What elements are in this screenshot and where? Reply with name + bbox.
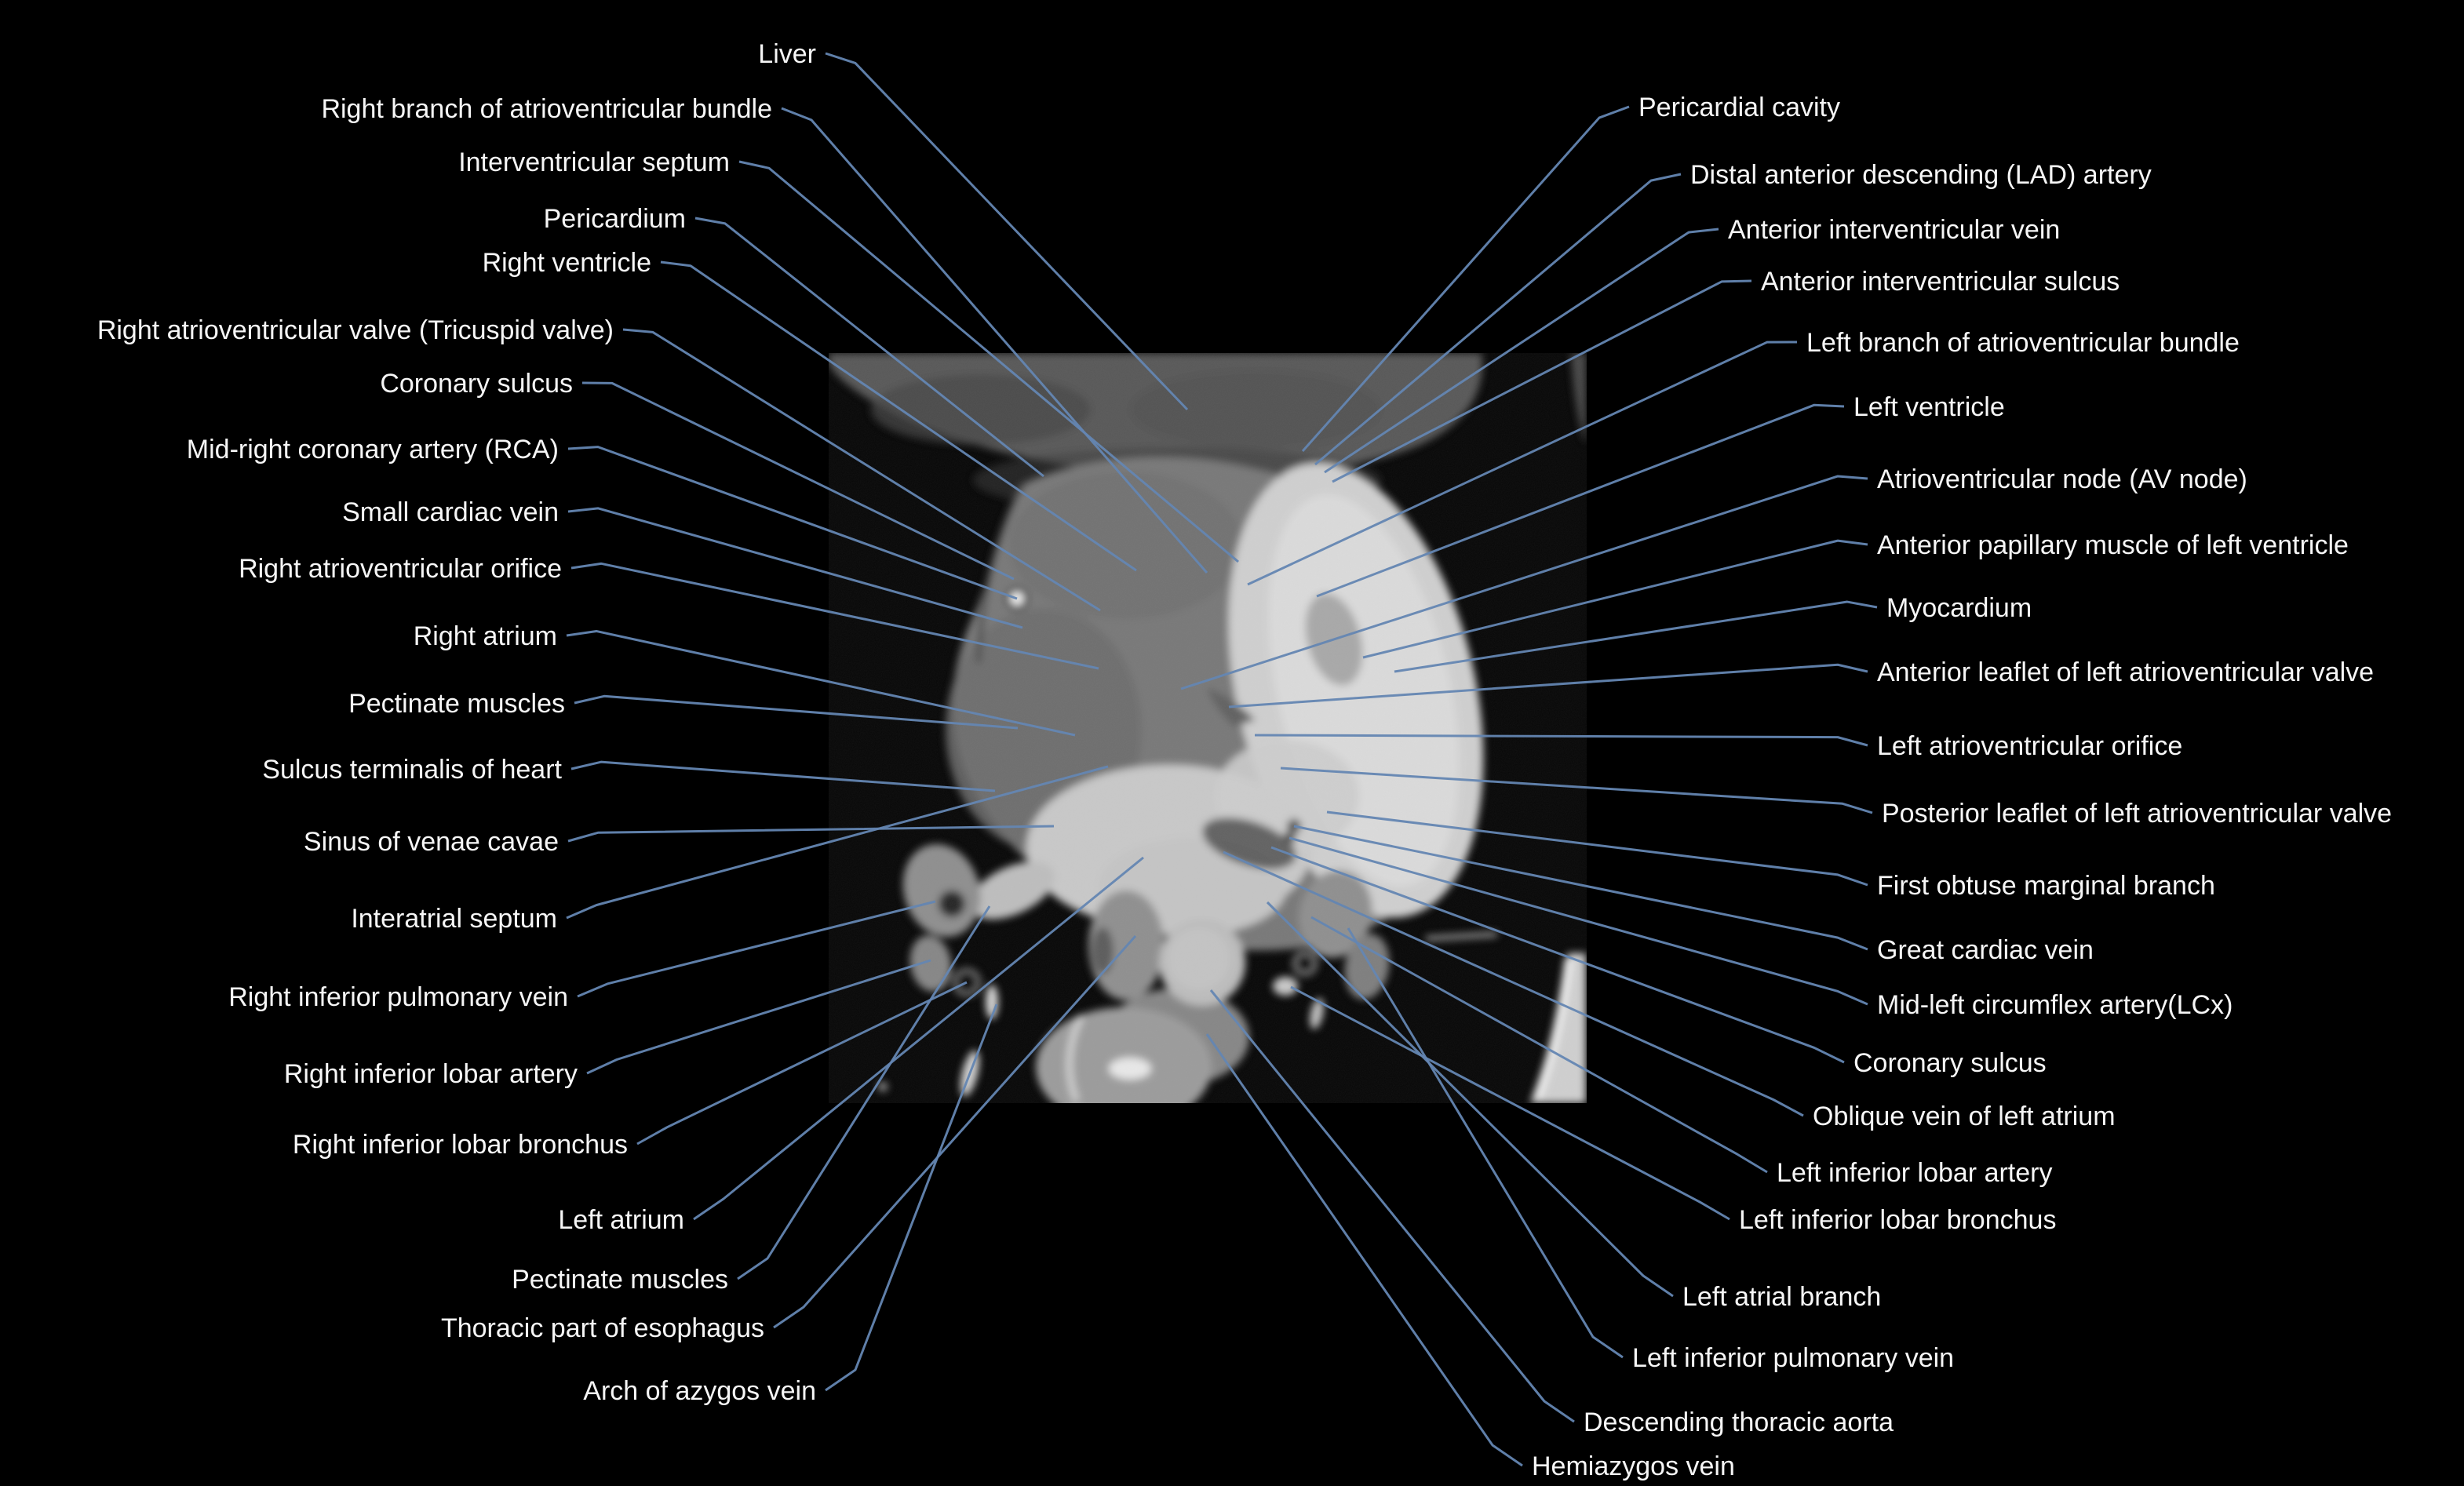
annotation-label[interactable]: Right ventricle [483,248,651,278]
annotation-label[interactable]: Right branch of atrioventricular bundle [321,94,772,124]
annotation-label[interactable]: Right inferior lobar bronchus [293,1130,628,1160]
leader-line-right-16 [1223,850,1804,1117]
leader-line-right-21 [1209,989,1575,1423]
leader-line-left-8 [567,507,1023,629]
leader-line-left-20 [773,935,1137,1329]
annotation-label[interactable]: Oblique vein of left atrium [1813,1102,2116,1131]
annotation-label[interactable]: Mid-right coronary artery (RCA) [187,435,559,464]
annotation-label[interactable]: Anterior leaflet of left atrioventricula… [1877,657,2374,687]
annotation-label[interactable]: Right inferior pulmonary vein [228,982,568,1012]
annotation-label[interactable]: Posterior leaflet of left atrioventricul… [1882,799,2392,829]
leader-line-left-6 [581,381,1015,581]
leader-line-left-16 [586,959,931,1075]
annotation-label[interactable]: Great cardiac vein [1877,935,2094,965]
annotation-label[interactable]: Right atrium [414,621,557,651]
leader-line-left-11 [574,694,1019,730]
annotation-label[interactable]: Left inferior pulmonary vein [1632,1343,1954,1373]
leader-line-right-10 [1254,734,1868,747]
leader-line-left-7 [567,446,1018,600]
leader-line-left-4 [660,260,1137,572]
leader-line-right-19 [1266,901,1674,1298]
leader-line-left-15 [577,900,936,998]
annotation-label[interactable]: Descending thoracic aorta [1584,1408,1894,1437]
annotation-label[interactable]: Sulcus terminalis of heart [262,755,562,785]
annotation-label[interactable]: Left inferior lobar artery [1777,1158,2053,1188]
leader-line-right-4 [1247,341,1798,586]
annotation-label[interactable]: Pectinate muscles [512,1265,728,1295]
leader-line-left-17 [636,981,968,1145]
annotation-label[interactable]: Right inferior lobar artery [284,1059,578,1089]
leader-line-left-0 [825,52,1189,411]
annotation-label[interactable]: Left atrium [558,1205,684,1235]
annotation-label[interactable]: Pericardial cavity [1638,93,1840,122]
leader-line-right-0 [1301,105,1630,452]
leader-line-left-14 [566,765,1109,920]
annotation-label[interactable]: First obtuse marginal branch [1877,871,2215,901]
annotation-label[interactable]: Right atrioventricular valve (Tricuspid … [97,315,614,345]
leader-line-left-5 [622,328,1101,612]
annotation-label[interactable]: Atrioventricular node (AV node) [1877,464,2247,494]
annotation-label[interactable]: Anterior papillary muscle of left ventri… [1877,530,2349,560]
annotation-label[interactable]: Pericardium [544,204,686,234]
leader-line-left-18 [693,856,1144,1221]
leader-line-left-21 [825,1003,998,1392]
leader-line-left-2 [738,160,1239,563]
ct-noise-overlay [829,353,1587,1103]
annotation-label[interactable]: Left inferior lobar bronchus [1739,1205,2056,1235]
leader-line-right-13 [1293,825,1868,951]
annotation-label[interactable]: Left ventricle [1853,392,2005,422]
annotation-label[interactable]: Left atrial branch [1682,1282,1881,1312]
leader-line-left-12 [570,760,996,792]
annotation-label[interactable]: Left atrioventricular orifice [1877,731,2182,761]
leader-line-right-5 [1316,403,1845,598]
ct-image [829,353,1587,1103]
leader-line-right-1 [1314,173,1682,466]
leader-line-right-12 [1326,810,1868,887]
annotation-label[interactable]: Anterior interventricular sulcus [1761,267,2120,297]
annotation-label[interactable]: Left branch of atrioventricular bundle [1806,328,2240,358]
leader-line-left-3 [694,217,1044,478]
leader-line-right-9 [1228,663,1868,708]
annotation-label[interactable]: Sinus of venae cavae [304,827,559,857]
leader-line-right-11 [1280,767,1873,814]
leader-line-left-10 [566,629,1076,737]
annotation-label[interactable]: Coronary sulcus [380,369,573,399]
leader-line-right-20 [1347,927,1624,1359]
annotation-label[interactable]: Hemiazygos vein [1532,1451,1735,1481]
leader-line-right-2 [1324,228,1719,474]
annotation-label[interactable]: Distal anterior descending (LAD) artery [1690,160,2152,190]
annotation-label[interactable]: Small cardiac vein [342,497,559,527]
annotation-label[interactable]: Mid-left circumflex artery(LCx) [1877,990,2233,1020]
leader-line-right-14 [1288,836,1868,1006]
annotation-label[interactable]: Thoracic part of esophagus [441,1313,764,1343]
annotation-label[interactable]: Pectinate muscles [348,689,565,719]
annotation-label[interactable]: Interatrial septum [351,904,557,934]
leader-line-left-19 [737,905,991,1280]
leader-line-left-9 [570,562,1099,670]
annotation-label[interactable]: Right atrioventricular orifice [239,554,562,584]
leader-lines [566,52,1878,1467]
leader-line-left-1 [781,107,1208,574]
annotation-label[interactable]: Interventricular septum [458,148,730,177]
annotation-label[interactable]: Myocardium [1886,593,2032,623]
leader-line-right-6 [1180,475,1868,690]
annotation-label[interactable]: Coronary sulcus [1853,1048,2047,1078]
leader-line-right-3 [1332,279,1752,483]
annotation-label[interactable]: Anterior interventricular vein [1728,215,2060,245]
leader-line-right-7 [1362,539,1868,659]
leader-line-right-17 [1310,916,1768,1174]
leader-line-left-13 [567,825,1055,843]
leader-line-right-8 [1394,600,1878,673]
leader-line-right-22 [1205,1033,1523,1467]
leader-line-right-15 [1270,846,1845,1064]
annotation-label[interactable]: Arch of azygos vein [583,1376,816,1406]
annotation-label[interactable]: Liver [758,39,816,69]
